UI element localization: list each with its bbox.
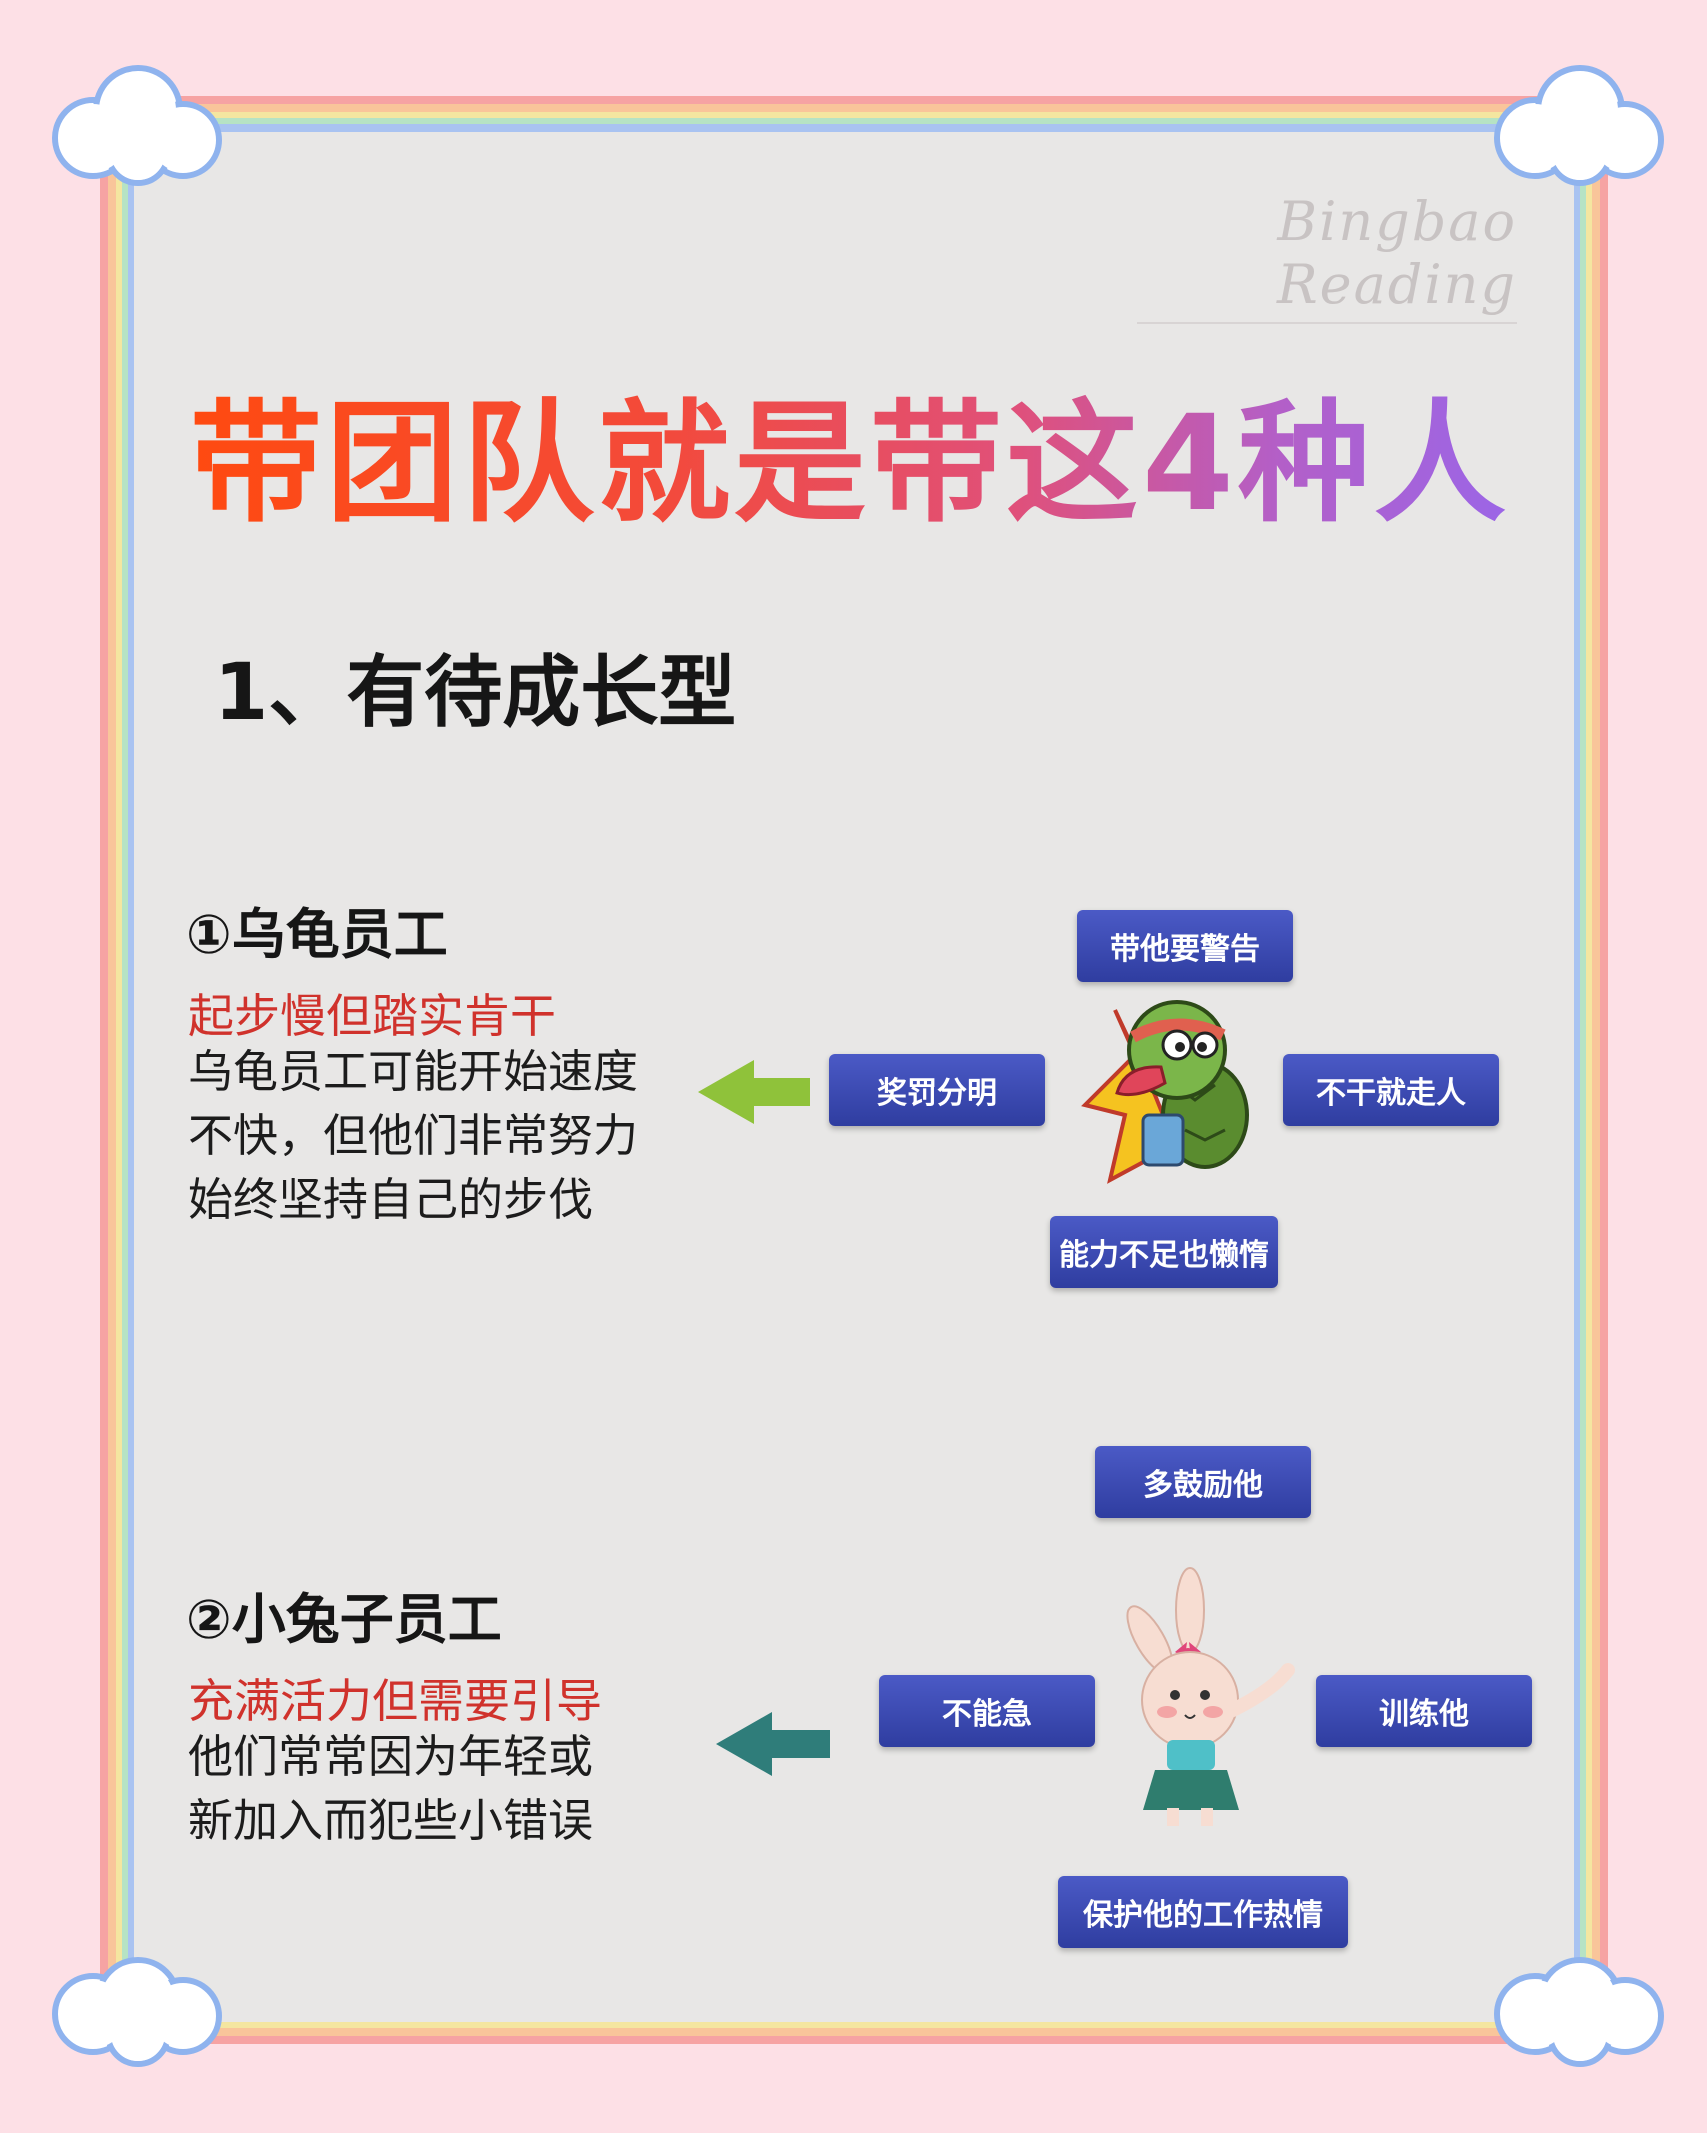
rabbit-illustration bbox=[1126, 1567, 1295, 1826]
turtle-highlight: 起步慢但踏实肯干 bbox=[188, 989, 556, 1043]
page-title: 带团队就是带这4种人 bbox=[190, 385, 1520, 543]
turtle-pill-right: 不干就走人 bbox=[1283, 1054, 1499, 1126]
rabbit-pill-top: 多鼓励他 bbox=[1095, 1446, 1311, 1518]
rabbit-pill-left: 不能急 bbox=[879, 1675, 1095, 1747]
rabbit-heading: ②小兔子员工 bbox=[186, 1588, 502, 1651]
arrow-left-icon bbox=[716, 1712, 830, 1776]
turtle-pill-top: 带他要警告 bbox=[1077, 910, 1293, 982]
rabbit-description: 他们常常因为年轻或 新加入而犯些小错误 bbox=[188, 1725, 593, 1853]
turtle-line: 乌龟员工可能开始速度 bbox=[188, 1045, 639, 1098]
turtle-description: 乌龟员工可能开始速度 不快，但他们非常努力 始终坚持自己的步伐 bbox=[188, 1040, 638, 1232]
turtle-illustration bbox=[1081, 1000, 1249, 1184]
turtle-pill-bottom: 能力不足也懒惰 bbox=[1050, 1216, 1278, 1288]
cloud-decoration-top-right bbox=[1494, 65, 1664, 186]
cloud-decoration-top-left bbox=[52, 65, 222, 186]
cloud-decoration-bottom-right bbox=[1494, 1957, 1664, 2067]
cloud-decoration-bottom-left bbox=[52, 1957, 222, 2067]
turtle-heading: ①乌龟员工 bbox=[186, 903, 448, 966]
rabbit-pill-right: 训练他 bbox=[1316, 1675, 1532, 1747]
rabbit-pill-bottom: 保护他的工作热情 bbox=[1058, 1876, 1348, 1948]
rabbit-highlight: 充满活力但需要引导 bbox=[188, 1674, 602, 1728]
section-title: 1、有待成长型 bbox=[214, 648, 737, 738]
rabbit-line: 他们常常因为年轻或 bbox=[188, 1730, 594, 1783]
watermark-text: Bingbao Reading bbox=[1137, 190, 1517, 324]
turtle-pill-left: 奖罚分明 bbox=[829, 1054, 1045, 1126]
turtle-line: 不快，但他们非常努力 bbox=[188, 1109, 639, 1162]
turtle-line: 始终坚持自己的步伐 bbox=[188, 1173, 594, 1226]
rabbit-line: 新加入而犯些小错误 bbox=[188, 1794, 594, 1847]
arrow-left-icon bbox=[698, 1060, 810, 1124]
